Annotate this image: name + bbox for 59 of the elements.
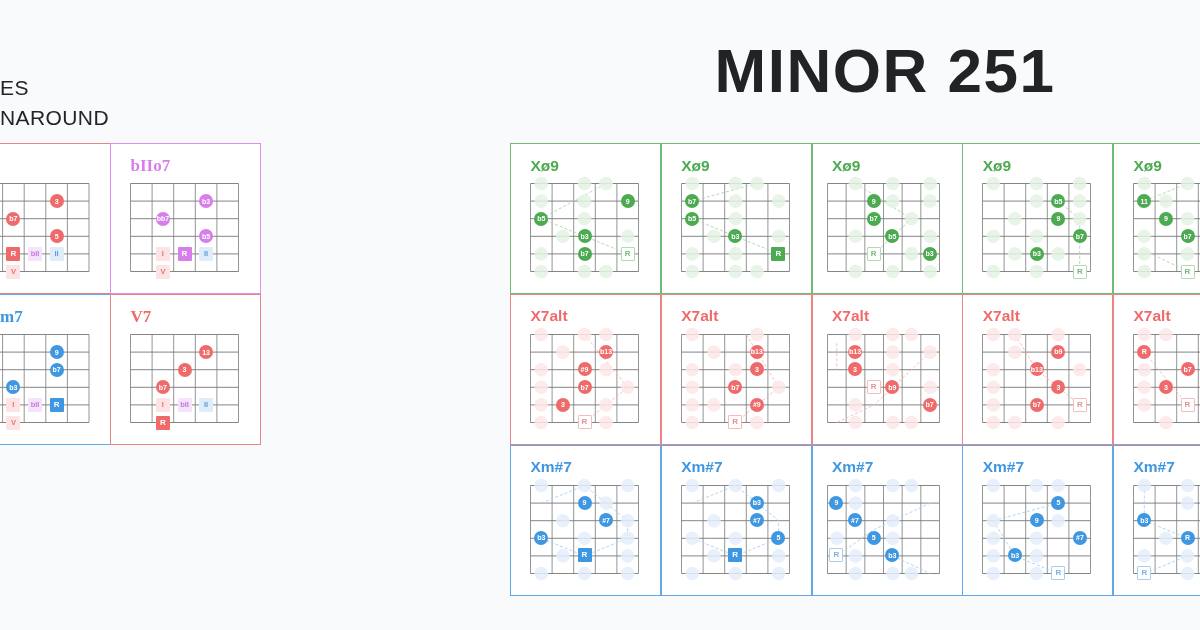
chord-name: Xø9 <box>832 156 861 175</box>
root-marker: R <box>1137 566 1152 580</box>
chord-name: V7 <box>130 306 152 327</box>
chord-card <box>510 444 661 596</box>
root-marker: R <box>577 415 592 430</box>
root-marker: R <box>771 246 786 261</box>
root-marker: R <box>728 548 743 563</box>
root-marker: R <box>6 246 21 261</box>
chord-name: Xø9 <box>530 156 559 175</box>
chord-card <box>811 143 963 294</box>
root-marker: R <box>1051 566 1066 580</box>
chord-card <box>1113 293 1200 445</box>
root-marker: R <box>866 380 881 395</box>
chord-name: X7alt <box>832 307 870 326</box>
chord-card <box>0 143 111 294</box>
root-marker: R <box>577 548 592 563</box>
root-marker: R <box>1180 264 1195 279</box>
chord-name: Xm#7 <box>982 458 1025 476</box>
chord-card <box>110 143 261 294</box>
chord-card <box>962 293 1114 445</box>
chord-card <box>660 293 812 445</box>
chord-card <box>510 143 661 294</box>
chord-name: Xm#7 <box>530 458 572 476</box>
root-marker: R <box>155 415 170 430</box>
chord-name: Xm#7 <box>1133 458 1175 476</box>
chord-name: X7alt <box>1133 307 1171 326</box>
root-marker: R <box>829 548 844 563</box>
chord-card <box>660 444 812 596</box>
page-title: MINOR 251 <box>714 36 1056 106</box>
chord-card <box>510 293 661 445</box>
heading-text: ES <box>0 76 29 100</box>
chord-card <box>811 293 963 445</box>
root-marker: R <box>49 397 64 412</box>
chord-card <box>110 294 261 445</box>
chord-card <box>660 143 812 294</box>
chord-card <box>811 444 963 596</box>
chord-name: Xø9 <box>982 156 1012 175</box>
root-marker: R <box>866 246 881 261</box>
chord-name: X7alt <box>530 307 568 326</box>
chord-name: bIIo7 <box>130 155 171 176</box>
chord-name: Xm#7 <box>681 458 723 476</box>
chord-card <box>962 444 1114 596</box>
root-marker: R <box>728 415 743 430</box>
chord-card <box>962 143 1114 294</box>
root-marker: R <box>1180 397 1195 412</box>
chord-name: X7alt <box>681 307 719 326</box>
root-marker: R <box>620 246 635 261</box>
heading-text: NAROUND <box>0 106 109 130</box>
chord-name: Xø9 <box>681 156 710 175</box>
chord-name: m7 <box>0 306 23 327</box>
chord-card <box>0 294 111 445</box>
root-marker: R <box>177 246 192 261</box>
chord-card <box>1113 444 1200 596</box>
root-marker: R <box>1072 264 1087 279</box>
chord-card <box>1113 143 1200 294</box>
chord-name: Xø9 <box>1133 156 1162 175</box>
chord-name: X7alt <box>982 307 1020 326</box>
root-marker: R <box>1072 397 1087 412</box>
chord-name: Xm#7 <box>832 458 874 476</box>
